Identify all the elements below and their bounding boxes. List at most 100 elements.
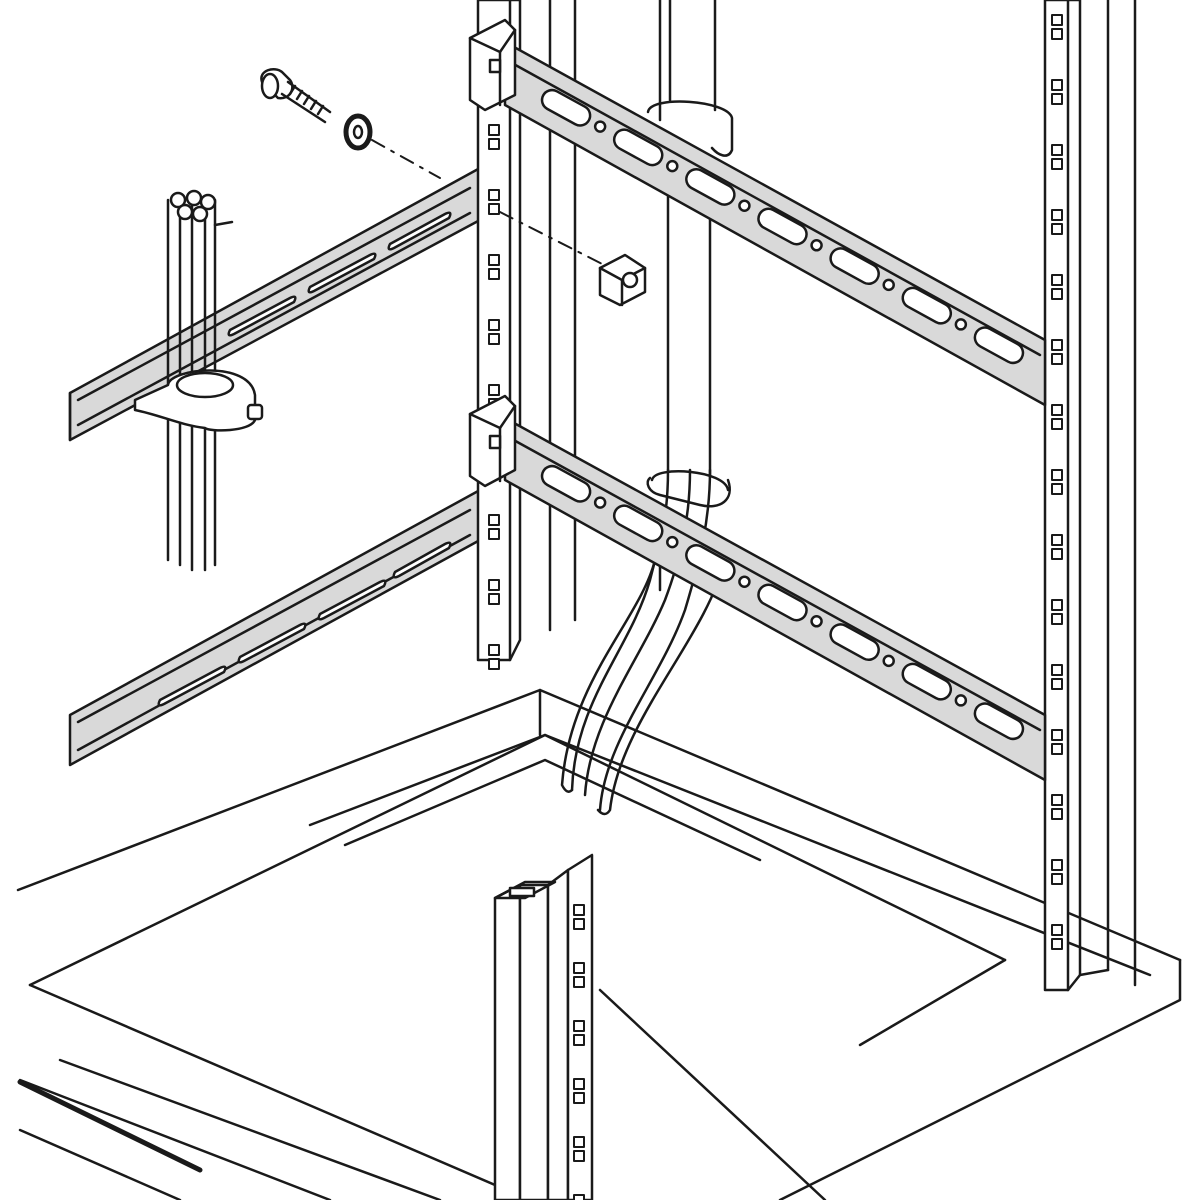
rail-slot <box>973 326 1025 365</box>
rail-hole <box>882 654 895 668</box>
square-hole <box>1051 743 1063 755</box>
square-hole <box>1051 664 1063 676</box>
rear-rail-upper <box>68 166 482 442</box>
rail-slot <box>757 207 808 246</box>
square-hole <box>1051 599 1063 611</box>
rail-slot <box>685 167 736 206</box>
square-hole <box>1051 483 1063 495</box>
cage-nut-icon <box>598 253 647 307</box>
square-hole <box>1051 209 1063 221</box>
rear-rail-lower <box>68 488 482 767</box>
square-holes <box>573 904 585 1200</box>
square-hole <box>488 514 500 526</box>
square-hole <box>1051 404 1063 416</box>
square-hole <box>488 593 500 605</box>
rail-slot <box>829 247 880 286</box>
square-hole <box>573 904 585 916</box>
square-hole <box>1051 729 1063 741</box>
square-hole <box>488 138 500 150</box>
cable-ends <box>169 189 217 223</box>
rail-slot <box>540 88 592 127</box>
square-hole <box>1051 938 1063 950</box>
square-hole <box>1051 288 1063 300</box>
square-hole <box>573 1034 585 1046</box>
square-hole <box>1051 353 1063 365</box>
square-hole <box>573 918 585 930</box>
square-hole <box>1051 808 1063 820</box>
square-hole <box>488 189 500 201</box>
rail-slot <box>973 702 1025 741</box>
rail-slot <box>757 583 808 622</box>
square-hole <box>1051 28 1063 40</box>
rail-hole <box>666 535 679 549</box>
square-hole <box>488 528 500 540</box>
rail-slot <box>829 623 880 662</box>
square-hole <box>488 203 500 215</box>
square-hole <box>488 658 500 670</box>
square-hole <box>488 254 500 266</box>
square-hole <box>1051 274 1063 286</box>
rail-slot <box>901 662 953 701</box>
rail-hole <box>954 318 968 331</box>
rail-hole <box>593 496 607 509</box>
rail-hole <box>593 120 607 133</box>
square-hole <box>488 319 500 331</box>
rail-slot <box>612 504 664 543</box>
square-hole <box>488 384 500 396</box>
rail-hole <box>810 615 823 628</box>
square-hole <box>488 124 500 136</box>
square-hole <box>1051 418 1063 430</box>
rail-hole <box>738 199 751 212</box>
square-hole <box>1051 873 1063 885</box>
front-mounting-post <box>476 0 522 670</box>
square-hole <box>1051 859 1063 871</box>
square-hole <box>1051 93 1063 105</box>
square-hole <box>573 1194 585 1200</box>
rail-slot <box>540 464 592 503</box>
rail-hole <box>882 278 895 292</box>
square-hole <box>1051 158 1063 170</box>
cable-clamp-icon <box>133 369 264 432</box>
square-hole <box>1051 14 1063 26</box>
rail-hole <box>810 239 823 252</box>
screw-icon <box>260 68 332 124</box>
square-hole <box>1051 339 1063 351</box>
rail-slot <box>612 128 664 167</box>
square-hole <box>1051 548 1063 560</box>
square-hole <box>1051 223 1063 235</box>
rail-hole <box>954 694 968 707</box>
square-hole <box>573 1092 585 1104</box>
cable-tie-loops <box>646 100 734 508</box>
washer-icon <box>343 113 373 151</box>
rail-slot <box>901 286 953 325</box>
square-holes <box>1051 14 1063 950</box>
front-bottom-post <box>493 853 594 1200</box>
rail-hole <box>738 575 751 588</box>
square-hole <box>1051 469 1063 481</box>
rail-hole <box>666 159 679 173</box>
rail-bracket-lower <box>468 394 517 488</box>
square-hole <box>573 962 585 974</box>
square-hole <box>1051 79 1063 91</box>
front-rail-lower <box>468 394 1047 782</box>
square-hole <box>573 1078 585 1090</box>
right-mounting-post <box>1043 0 1137 992</box>
square-hole <box>488 579 500 591</box>
cabinet-floor <box>16 688 1182 1200</box>
square-hole <box>573 1136 585 1148</box>
square-hole <box>488 644 500 656</box>
rail-slot <box>685 543 736 582</box>
square-hole <box>1051 534 1063 546</box>
square-hole <box>488 268 500 280</box>
square-hole <box>573 1020 585 1032</box>
square-hole <box>573 976 585 988</box>
square-hole <box>1051 924 1063 936</box>
square-hole <box>1051 613 1063 625</box>
front-rail-upper <box>468 18 1047 407</box>
square-hole <box>573 1150 585 1162</box>
assembly-guide-lines <box>371 139 611 269</box>
rail-bracket-upper <box>468 18 517 112</box>
square-hole <box>1051 144 1063 156</box>
